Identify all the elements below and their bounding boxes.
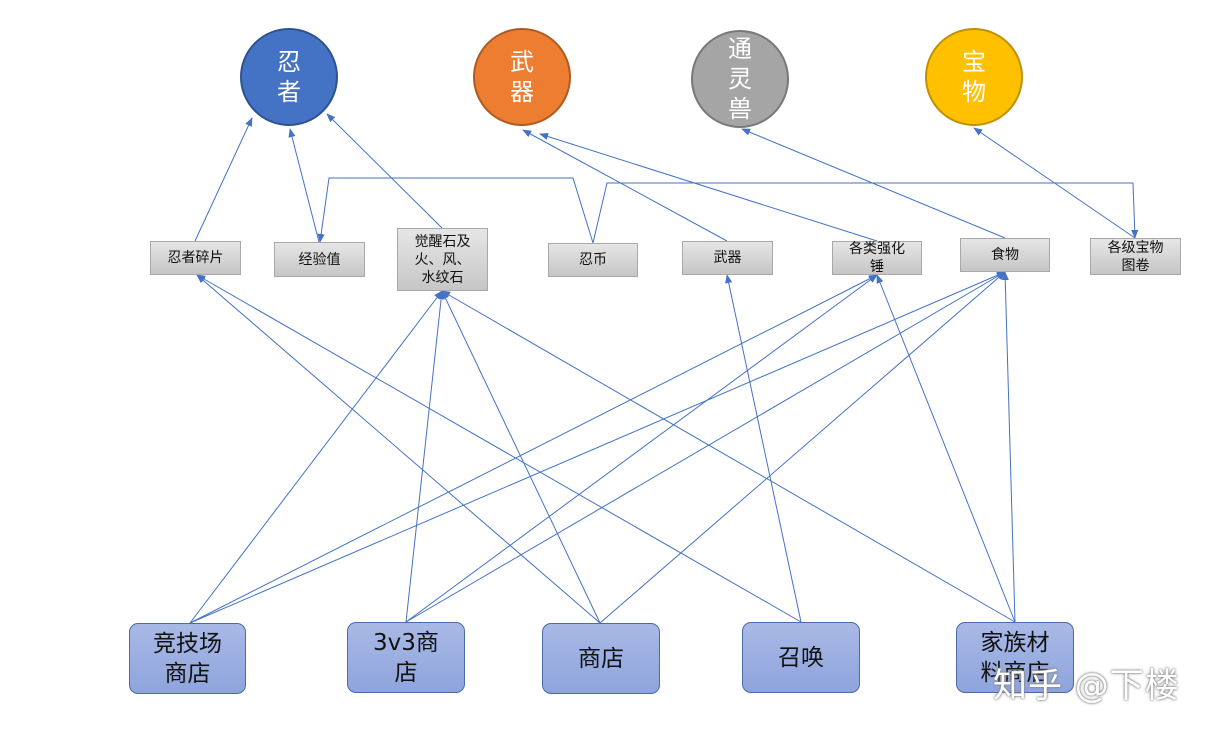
node-treasure: 宝 物 xyxy=(925,28,1023,126)
edge-shop3v3-to-food xyxy=(405,271,1006,623)
edge-stone-to-ninja xyxy=(326,113,443,229)
edge-arena-to-hammer xyxy=(189,274,878,624)
node-weapon: 武 器 xyxy=(473,28,571,126)
edge-shop-to-fragment xyxy=(196,274,601,624)
node-weapon-item: 武器 xyxy=(682,241,773,275)
node-food: 食物 xyxy=(960,238,1050,272)
edge-scroll-to-treasure xyxy=(973,127,1136,239)
node-family-shop: 家族材 料商店 xyxy=(956,622,1074,693)
edge-shop3v3-to-stone xyxy=(405,290,445,623)
edge-hammer-to-weapon xyxy=(539,133,878,242)
node-summon: 召唤 xyxy=(742,622,860,693)
edge-coin-to-scroll xyxy=(592,182,1139,244)
node-treasure-scroll: 各级宝物 图卷 xyxy=(1090,238,1181,275)
node-ninja: 忍 者 xyxy=(240,28,338,126)
node-enhance-hammer: 各类强化 锤 xyxy=(832,241,922,275)
node-shop: 商店 xyxy=(542,623,660,694)
edge-summon-to-fragment xyxy=(196,274,802,623)
edge-shop-to-stone xyxy=(441,290,601,624)
node-exp: 经验值 xyxy=(274,242,365,277)
node-ninja-fragment: 忍者碎片 xyxy=(150,241,241,275)
node-awaken-stone: 觉醒石及 火、风、 水纹石 xyxy=(397,228,488,291)
edge-coin-to-exp xyxy=(317,177,594,244)
edge-arena-to-stone xyxy=(189,290,443,624)
edge-shop-to-food xyxy=(599,271,1006,624)
edge-food-to-beast xyxy=(741,128,1006,239)
node-beast: 通 灵 兽 xyxy=(691,30,789,128)
edge-summon-to-weaponItem xyxy=(725,274,802,623)
edge-family-to-food xyxy=(1001,271,1016,623)
watermark: 知乎 @下楼 xyxy=(993,666,1180,706)
edge-exp-to-ninja xyxy=(288,128,320,243)
node-ninja-coin: 忍币 xyxy=(548,243,638,277)
node-3v3-shop: 3v3商 店 xyxy=(347,622,465,693)
edge-fragment-to-ninja xyxy=(194,117,253,242)
edge-family-to-stone xyxy=(441,290,1016,623)
edge-weaponItem-to-weapon xyxy=(522,129,728,242)
edge-family-to-hammer xyxy=(876,274,1016,623)
node-arena-shop: 竞技场 商店 xyxy=(129,623,246,694)
edge-shop3v3-to-hammer xyxy=(405,274,878,623)
edge-arena-to-food xyxy=(189,271,1006,624)
